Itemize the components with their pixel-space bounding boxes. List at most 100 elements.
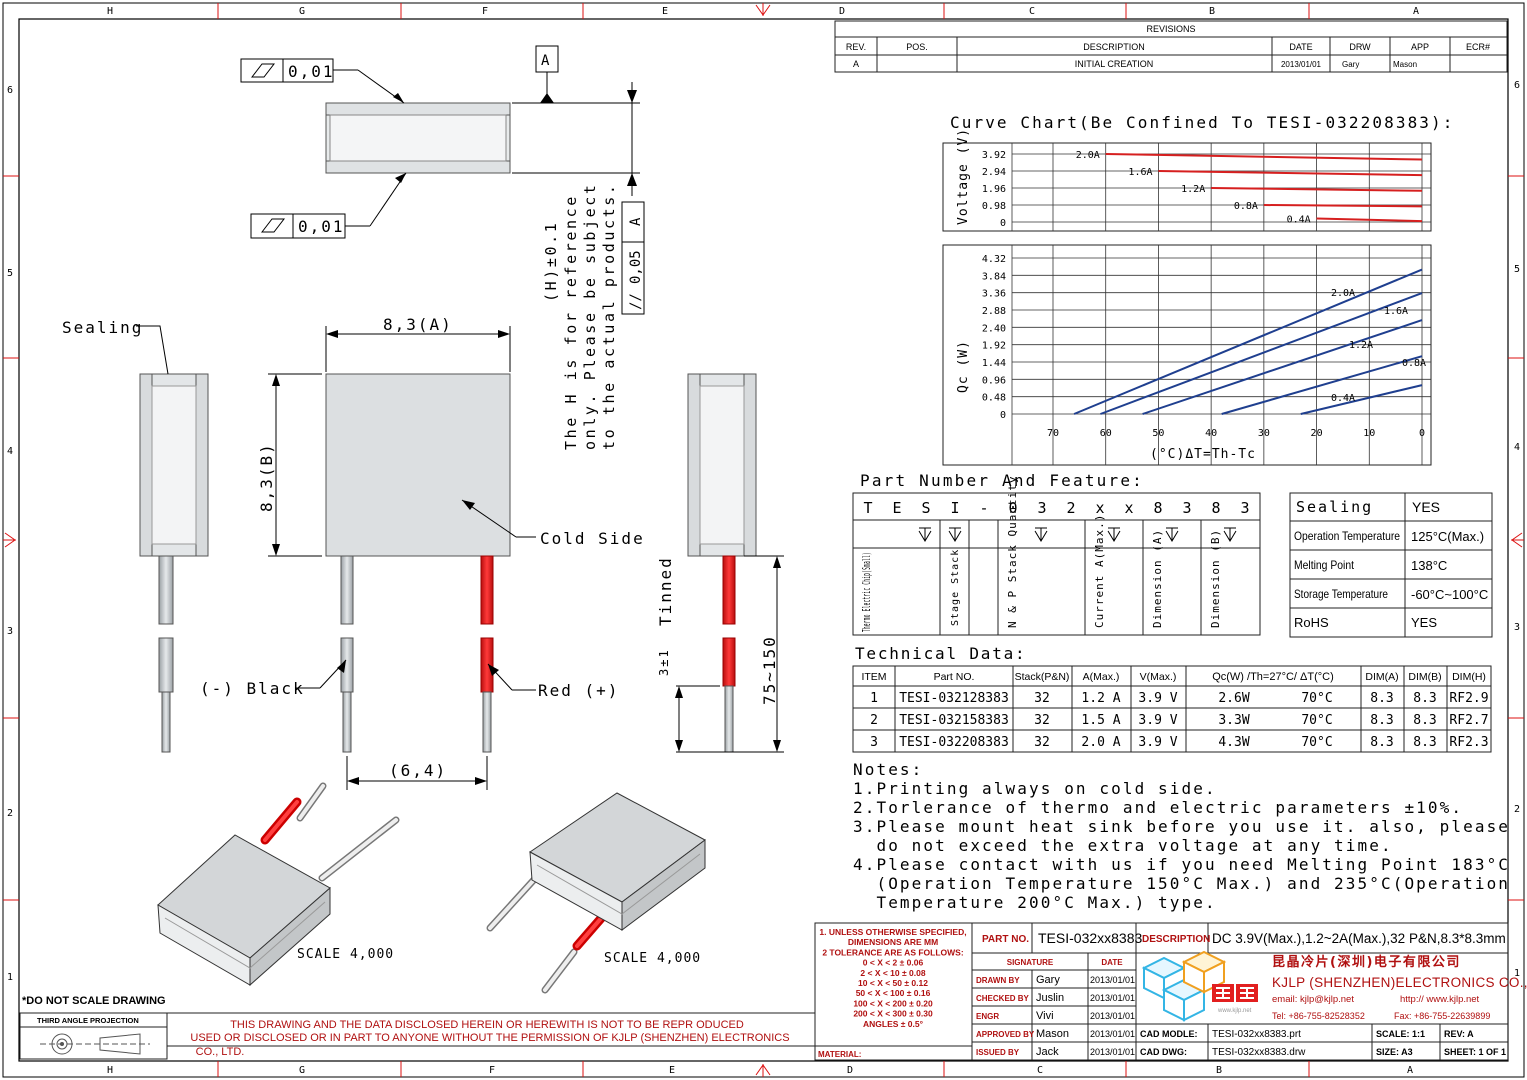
part-no-label: PART NO. xyxy=(982,934,1029,945)
signature-name: Vivi xyxy=(1036,1010,1054,1022)
row-label: 6 xyxy=(1514,80,1520,91)
row-label: 1 xyxy=(7,972,13,983)
feature-name: Sealing xyxy=(1296,498,1373,516)
tech-header: A(Max.) xyxy=(1083,671,1120,683)
pn-arrow xyxy=(948,528,962,542)
flatness-value-top: 0,01 xyxy=(288,62,335,81)
border-zone-ticks xyxy=(3,3,1524,1077)
voltage-chart: 3.922.941.960.9802.0A1.6A1.2A0.8A0.4AVol… xyxy=(942,128,1432,232)
tech-cell: 8.3 xyxy=(1413,691,1436,706)
feature-value: 138°C xyxy=(1411,558,1447,573)
iso-view-left: SCALE 4,000 xyxy=(157,782,400,987)
row-label: 6 xyxy=(7,85,13,96)
col-label: A xyxy=(1413,6,1419,17)
pn-char: I xyxy=(950,499,959,517)
col-label: D xyxy=(839,6,845,17)
x-tick-label: 60 xyxy=(1100,428,1112,439)
col-label: B xyxy=(1209,6,1215,17)
pn-desc: Dimension (B) xyxy=(1209,529,1222,628)
tech-header: Part NO. xyxy=(934,671,975,683)
pn-char: 2 xyxy=(1066,499,1075,517)
parallel-value: 0,05 xyxy=(628,250,644,284)
signature-name: Juslin xyxy=(1036,992,1064,1004)
part-number-title: Part Number And Feature: xyxy=(860,471,1144,490)
date-label: DATE xyxy=(1101,958,1123,967)
pn-char: x xyxy=(1095,499,1104,517)
tolerance-line: 50 < X < 100 ± 0.16 xyxy=(856,988,931,998)
feature-value: YES xyxy=(1412,499,1440,515)
tech-cell: 70°C xyxy=(1301,691,1332,706)
notes: Notes: 1.Printing always on cold side. 2… xyxy=(853,760,1510,912)
company-fax: Fax: +86-755-22639899 xyxy=(1394,1011,1490,1021)
signature-name: Gary xyxy=(1036,974,1060,986)
series-line-1.2A xyxy=(1142,319,1423,415)
tech-cell: 8.3 xyxy=(1413,735,1436,750)
y-tick-label: 3.36 xyxy=(982,289,1006,300)
pn-arrow xyxy=(1165,528,1179,542)
x-tick-label: 70 xyxy=(1047,428,1059,439)
tolerance-line: 1. UNLESS OTHERWISE SPECIFIED, xyxy=(819,927,966,937)
tech-cell: 3.9 V xyxy=(1138,735,1177,750)
third-angle-symbol xyxy=(40,1033,150,1055)
row-label: 4 xyxy=(1514,442,1520,453)
rev-header: DRW xyxy=(1349,42,1371,52)
tech-cell: 8.3 xyxy=(1370,713,1393,728)
lead-pitch-label: (6,4) xyxy=(389,761,447,780)
rev-header: APP xyxy=(1411,42,1429,52)
tech-cell: TESI-032158383 xyxy=(899,713,1009,728)
series-label: 1.2A xyxy=(1181,184,1205,195)
x-tick-label: 50 xyxy=(1152,428,1164,439)
row-label: 3 xyxy=(1514,622,1520,633)
material-label: MATERIAL: xyxy=(818,1050,861,1059)
parallel-symbol: // xyxy=(628,293,644,310)
disclaimer-line: CO., LTD. xyxy=(196,1046,245,1058)
col-label: H xyxy=(107,6,113,17)
y-tick-label: 1.96 xyxy=(982,184,1006,195)
tech-cell: 2.0 A xyxy=(1081,735,1120,750)
rev-header: REV. xyxy=(846,42,866,52)
h-note-line: only. Please be subject xyxy=(581,182,599,450)
rev-cell: A xyxy=(853,59,859,69)
col-label: E xyxy=(662,6,668,17)
signature-date: 2013/01/01 xyxy=(1090,975,1135,985)
signature-role: ISSUED BY xyxy=(976,1048,1020,1057)
row-label: 2 xyxy=(1514,804,1520,815)
tech-cell: RF2.9 xyxy=(1449,691,1488,706)
iso-view-right: SCALE 4,000 xyxy=(486,792,706,994)
tech-cell: 32 xyxy=(1034,735,1050,750)
note-line: 4.Please contact with us if you need Mel… xyxy=(853,855,1510,874)
left-side-view: Sealing xyxy=(62,318,209,753)
series-line-0.8A xyxy=(1263,204,1423,208)
parallel-datum: A xyxy=(628,217,644,226)
series-label: 2.0A xyxy=(1076,150,1100,161)
border-row-labels: 6 5 4 3 2 1 6 5 4 3 2 1 xyxy=(7,80,1520,983)
series-line-2.0A xyxy=(1105,153,1423,161)
pn-char: S xyxy=(921,499,930,517)
part-no-value: TESI-032xx8383 xyxy=(1038,930,1142,946)
chart-frame xyxy=(942,142,1432,232)
tech-cell: TESI-032208383 xyxy=(899,735,1009,750)
h-note-line: (H)±0.1 xyxy=(542,221,560,302)
tech-header: DIM(B) xyxy=(1408,671,1441,683)
col-label: G xyxy=(299,1065,305,1076)
tech-cell: TESI-032128383 xyxy=(899,691,1009,706)
dim-b-label: 8,3(B) xyxy=(257,442,276,512)
signature-date: 2013/01/01 xyxy=(1090,1011,1135,1021)
sheet-value: SHEET: 1 OF 1 xyxy=(1444,1047,1506,1057)
tolerance-line: DIMENSIONS ARE MM xyxy=(848,937,938,947)
y-tick-label: 0.98 xyxy=(982,201,1006,212)
tech-cell: RF2.3 xyxy=(1449,735,1488,750)
tech-cell: 32 xyxy=(1034,691,1050,706)
series-label: 0.8A xyxy=(1234,201,1258,212)
sealing-label: Sealing xyxy=(62,318,143,337)
features-table: Sealing YES Operation Temperature 125°C(… xyxy=(1289,492,1493,638)
signature-date: 2013/01/01 xyxy=(1090,1047,1135,1057)
rev-header: DESCRIPTION xyxy=(1083,42,1145,52)
tech-cell: 1.5 A xyxy=(1081,713,1120,728)
tolerance-line: 10 < X < 50 ± 0.12 xyxy=(858,978,928,988)
series-label: 1.2A xyxy=(1349,340,1373,351)
tinned-label: Tinned xyxy=(656,556,675,626)
y-tick-label: 2.88 xyxy=(982,306,1006,317)
flatness-value-bottom: 0,01 xyxy=(298,217,345,236)
